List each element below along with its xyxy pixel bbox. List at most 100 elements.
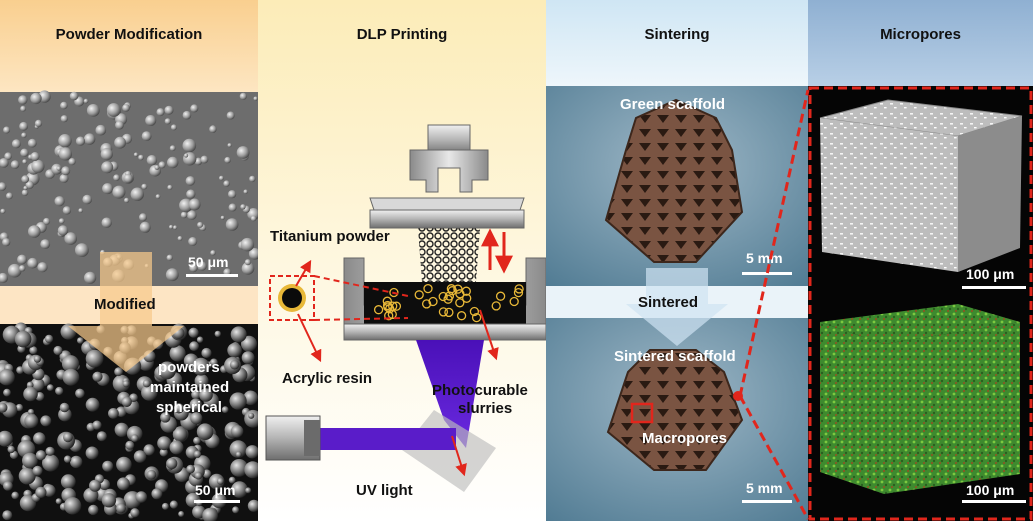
powder-particle xyxy=(56,166,61,171)
powder-particle xyxy=(75,136,86,146)
powder-particle xyxy=(156,108,165,117)
powder-particle xyxy=(17,254,27,265)
powder-particle xyxy=(96,431,107,442)
powder-particle xyxy=(10,160,20,169)
powder-particle xyxy=(112,185,126,199)
powder-particle xyxy=(60,101,68,110)
slurry-particle xyxy=(462,293,472,303)
powder-particle xyxy=(151,488,163,500)
powder-particle xyxy=(157,436,172,451)
powder-particle xyxy=(169,345,186,362)
modified-label: Modified xyxy=(94,296,156,313)
powder-particle xyxy=(11,491,19,500)
particle-inset-box xyxy=(269,275,315,321)
powder-particle xyxy=(108,408,119,419)
powder-particle xyxy=(23,386,38,402)
powder-particle xyxy=(106,103,121,117)
powder-particle xyxy=(192,505,206,519)
slurry-particle xyxy=(383,302,393,312)
powder-particle xyxy=(124,197,130,203)
powder-particle xyxy=(229,440,248,458)
powder-particle xyxy=(69,91,79,101)
powder-particle xyxy=(0,182,7,191)
powder-particle xyxy=(116,503,126,514)
slurry-particle xyxy=(455,289,465,299)
powder-particle xyxy=(20,148,29,157)
slurry-pointer xyxy=(479,309,499,361)
powder-particle xyxy=(182,110,192,120)
label-titanium-powder: Titanium powder xyxy=(270,228,390,245)
cube-front xyxy=(820,118,958,272)
powder-particle xyxy=(193,450,202,458)
label-uv-light: UV light xyxy=(356,482,413,499)
powder-particle xyxy=(130,508,140,518)
scale-label-bottom: 50 μm xyxy=(195,482,236,498)
powder-particle xyxy=(200,155,209,164)
header-micropores: Micropores xyxy=(880,26,961,43)
powder-particle xyxy=(11,139,21,149)
powder-particle xyxy=(123,173,133,184)
powder-particle xyxy=(180,211,188,219)
powder-particle xyxy=(228,190,237,199)
dlp-printer-diagram xyxy=(258,0,546,521)
powder-particle xyxy=(141,183,148,190)
powder-particle xyxy=(21,132,27,138)
powder-particle xyxy=(55,386,64,396)
powder-particle xyxy=(216,477,224,485)
label-green-scaffold: Green scaffold xyxy=(620,96,726,113)
label-photocurable: Photocurable xyxy=(432,382,528,399)
powder-particle xyxy=(57,225,69,236)
scale-bar-pore-cube xyxy=(962,500,1026,503)
powder-particle xyxy=(85,349,104,368)
panel-sintering: Sintering Green scaffold 5 mm Sintered S… xyxy=(546,0,808,521)
powder-particle xyxy=(231,481,248,498)
powder-particle xyxy=(225,218,239,231)
powder-particle xyxy=(158,361,177,380)
zoom-frame xyxy=(808,86,1033,521)
powder-particle xyxy=(236,146,250,159)
powder-particle xyxy=(75,388,85,399)
powder-particle xyxy=(46,384,54,391)
powder-particle xyxy=(88,504,99,516)
powder-particle xyxy=(43,217,51,225)
scale-label-top: 50 μm xyxy=(188,254,229,270)
powder-particle xyxy=(224,156,231,164)
powder-particle xyxy=(32,465,43,476)
label-slurries: slurries xyxy=(458,400,513,417)
powder-particle xyxy=(130,187,144,201)
label-sintered-scaffold: Sintered scaffold xyxy=(614,348,736,365)
powder-particle xyxy=(63,432,73,443)
powder-particle xyxy=(164,105,174,115)
powder-particle xyxy=(3,481,13,491)
slurry-particle xyxy=(423,283,433,294)
powder-particle xyxy=(182,138,197,153)
powder-particle xyxy=(63,497,82,515)
powder-particle xyxy=(7,263,22,278)
powder-particle xyxy=(141,131,152,142)
powder-particle xyxy=(0,369,15,386)
powder-particle xyxy=(114,422,129,437)
powder-particle xyxy=(192,357,210,376)
micro-region-dot xyxy=(733,391,743,401)
micropores-graphic xyxy=(808,0,1033,521)
powder-particle xyxy=(145,115,157,126)
powder-particle xyxy=(27,257,38,269)
powder-particle xyxy=(16,366,24,374)
slurry-particle xyxy=(421,299,432,309)
powder-particle xyxy=(121,396,132,407)
slurry-particle xyxy=(491,301,501,311)
powder-particle xyxy=(70,455,83,469)
powder-particle xyxy=(60,474,76,490)
powder-particle xyxy=(170,124,177,131)
powder-particle xyxy=(166,254,173,261)
slurry-particle xyxy=(455,298,465,308)
powder-particle xyxy=(21,189,29,196)
powder-particle xyxy=(244,461,258,479)
powder-particle xyxy=(219,175,224,181)
slurry-particle xyxy=(495,291,506,301)
powder-particle xyxy=(194,471,203,480)
note-line-3: spherical xyxy=(156,399,222,416)
powder-header-bg xyxy=(0,0,258,92)
powder-particle xyxy=(45,446,55,456)
powder-particle xyxy=(247,499,258,512)
